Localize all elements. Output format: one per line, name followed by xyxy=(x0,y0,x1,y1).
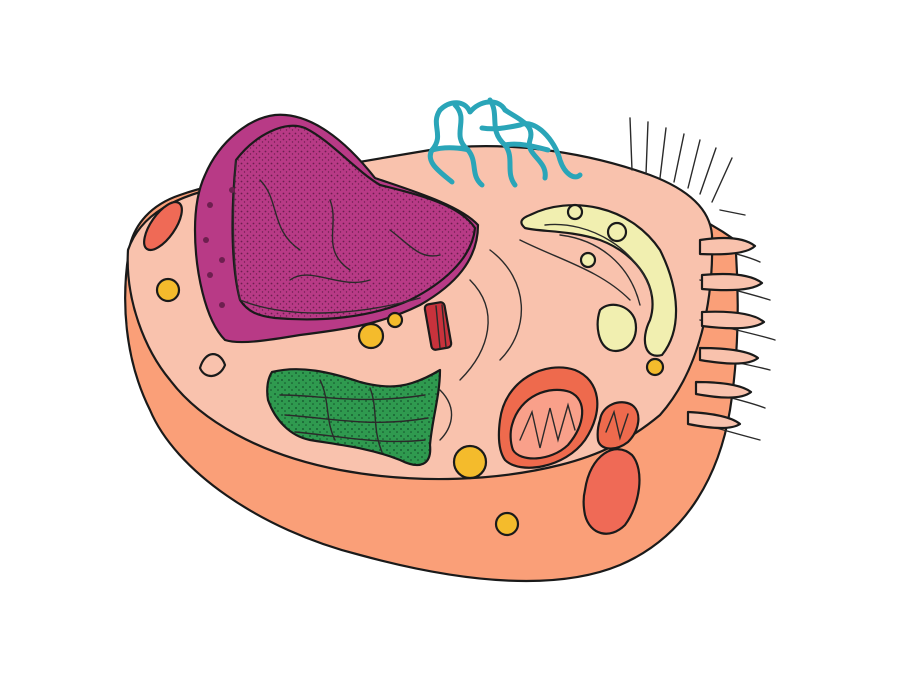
red-vacuole-right xyxy=(582,448,641,535)
mitochondrion-large xyxy=(497,366,599,469)
microvilli-tubes xyxy=(686,236,766,430)
red-oval-organelle-left xyxy=(143,200,183,252)
nuclear-pores xyxy=(203,187,235,308)
vesicle xyxy=(494,511,520,537)
nucleus xyxy=(193,113,480,344)
mitochondrion-small xyxy=(596,401,640,450)
vesicle xyxy=(357,322,385,350)
chromatin-lines xyxy=(259,179,441,284)
vesicle xyxy=(452,444,488,480)
vesicle xyxy=(155,277,181,303)
vesicles xyxy=(155,277,665,537)
cytoplasm-fibers xyxy=(439,239,631,441)
nuclear-envelope-edge xyxy=(232,159,421,314)
centriole xyxy=(423,301,453,351)
golgi-apparatus xyxy=(520,203,678,357)
cytoskeleton-network xyxy=(427,97,583,188)
vesicle xyxy=(645,357,665,377)
endoplasmic-reticulum xyxy=(266,368,442,467)
pinocytic-vesicle xyxy=(198,353,227,377)
cilia xyxy=(629,117,746,216)
vesicle xyxy=(386,311,404,329)
